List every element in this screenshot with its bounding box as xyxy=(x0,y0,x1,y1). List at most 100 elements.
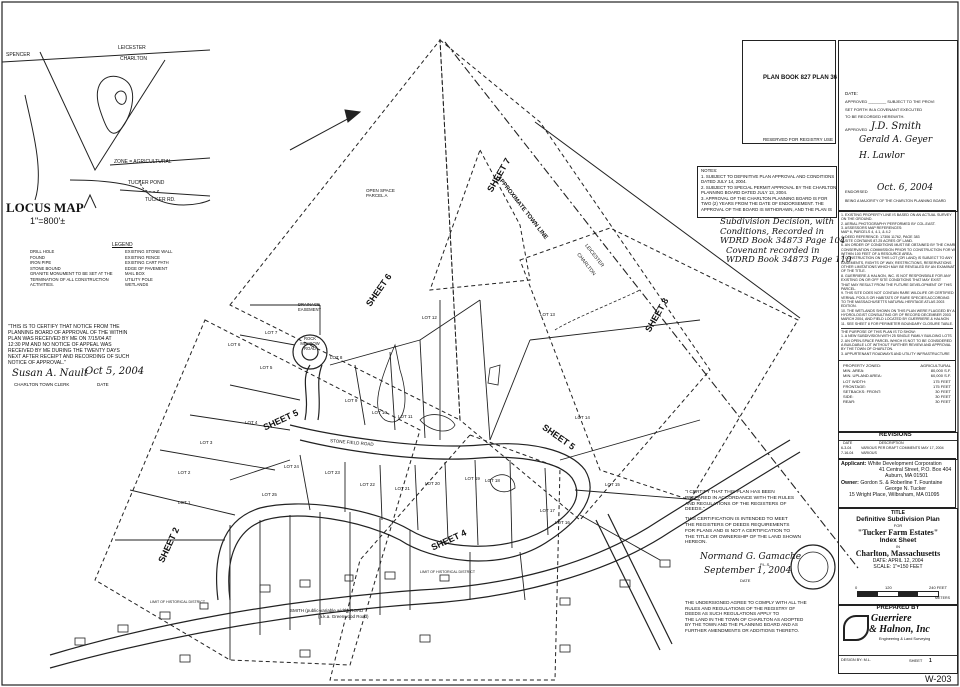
general-note-line: 11. SEE SHEET 8 FOR PERIMETER BOUNDARY C… xyxy=(841,321,954,326)
lot-label: LOT 16 xyxy=(555,520,570,525)
majority-label: BEING A MAJORITY OF THE CHARLTON PLANNIN… xyxy=(845,199,946,203)
locus-tucker-pond: TUCKER POND xyxy=(128,180,165,186)
locus-leicester: LEICESTER xyxy=(118,45,146,51)
applicant-owner: Applicant: White Development Corporation… xyxy=(838,458,956,508)
approval-signature-1: J.D. Smith xyxy=(871,121,922,132)
general-note-line: CONSERVATION COMMISSION PRIOR TO CONSTRU… xyxy=(841,247,956,252)
locus-scale: 1"=800'± xyxy=(30,216,66,226)
general-note-line: MARCH 2004, AND FIELD LOCATED BY GUERRIE… xyxy=(841,317,949,322)
clerk-line: PLANNING BOARD OF APPROVAL OF THE WITHIN xyxy=(8,330,128,336)
cert-line: DEEDS." xyxy=(685,507,705,513)
lot-label: LOT 13 xyxy=(540,312,555,317)
note-line: APPROVAL OF THE BOARD IS WITHDRAWN, AND … xyxy=(701,206,832,212)
legend-item: WETLANDS xyxy=(125,282,149,287)
zoning-row: PROPERTY ZONED:AGRICULTURAL xyxy=(843,363,951,368)
firm-name-1: Guerriere xyxy=(871,613,912,624)
general-notes: 1. EXISTING PROPERTY LINE IS BASED ON AN… xyxy=(838,210,956,432)
rev-desc: VARIOUS PER DRAFT COMMENTS MAY 17, 2004 xyxy=(861,446,944,450)
approval-line: SET FORTH IN A COVENANT EXECUTED xyxy=(845,107,923,112)
legend-title: LEGEND xyxy=(112,242,133,248)
lot-label: LOT 4 xyxy=(245,420,258,425)
plan-book: PLAN BOOK 827 PLAN 36 xyxy=(763,75,838,81)
zoning-row: REAR:30 FEET xyxy=(843,399,951,404)
zoning-value: 80,000 S.F. xyxy=(930,368,951,374)
cert-line: HEREON. xyxy=(685,540,707,546)
lot-label: LOT 6 xyxy=(228,342,241,347)
owner-name: Gordon S. & Roberline T. Fountaine xyxy=(860,479,943,486)
title-date: DATE: APRIL 12, 2004 xyxy=(872,558,924,564)
cert-line: THE TITLE OR OWNERSHIP OF THE LAND SHOWN xyxy=(685,534,801,540)
zoning-key: LOT WIDTH: xyxy=(843,378,867,384)
zoning-row: SETBACKS: FRONT:30 FEET xyxy=(843,389,951,394)
surveyor-seal xyxy=(790,544,836,590)
zoning-key: SIDE: xyxy=(843,394,854,400)
owner-label: Owner: xyxy=(841,479,859,486)
lot-label: LOT 10 xyxy=(372,410,387,415)
note-line: PLANNING BOARD DATED JULY 13, 2004. xyxy=(701,190,788,195)
zoning-key: REAR: xyxy=(843,399,856,405)
lot-label: LOT 23 xyxy=(325,470,340,475)
general-note-line: 3. ASSESSORS MAP REFERENCES: xyxy=(841,226,903,231)
locus-charlton: CHARLTON xyxy=(120,56,148,62)
cert-line: FOR PLANS AND IS NOT A CERTIFICATION TO xyxy=(685,528,791,534)
clerk-role: CHARLTON TOWN CLERK xyxy=(14,382,70,387)
lot-label: LOT 5 xyxy=(260,365,273,370)
legend-item: STONE BOUND xyxy=(30,265,61,271)
design-by: DESIGN BY: M.L. xyxy=(841,658,871,662)
registry-reserved: RESERVED FOR REGISTRY USE xyxy=(763,137,834,142)
zoning-key: PROPERTY ZONED: xyxy=(843,363,882,368)
north-arrow xyxy=(289,109,362,151)
agree-line: FURTHER AMENDMENTS OR ADDITIONS THERETO. xyxy=(685,627,800,633)
clerk-line: 12:30 PM AND NO NOTICE OF APPEAL WAS xyxy=(8,342,112,348)
zoning-value: 60,000 S.F. xyxy=(930,373,951,379)
drawing-number: W-203 xyxy=(925,674,952,684)
purpose-item: 1. A NEW SUBDIVISION WITH 25 SINGLE FAMI… xyxy=(841,334,952,339)
scale-metres: METERS xyxy=(935,596,950,600)
purpose-item: 3. APPURTENANT ROADWAYS AND UTILITY INFR… xyxy=(841,351,950,356)
smith-road-label: SMITH (public-variable width) ROAD xyxy=(290,608,364,613)
lot-label: LOT 3 xyxy=(200,440,213,445)
cert-line: PREPARED IN ACCORDANCE WITH THE RULES xyxy=(685,495,795,501)
legend-item: EXISTING CART PATH xyxy=(125,260,169,265)
agree-line: BY THE TOWN AND THE PLANNING BOARD AND A… xyxy=(685,622,798,628)
cert-line: "I CERTIFY THAT THIS PLAN HAS BEEN xyxy=(685,490,775,495)
legend-right: EXISTING STONE WALL EXISTING FENCE EXIST… xyxy=(125,249,172,288)
lot-label: LOT 1 xyxy=(178,500,191,505)
zoning-key: MIN. AREA: xyxy=(843,368,865,374)
general-note-line: HYDROLOGIST CONSULTING OR OF RECORD DECE… xyxy=(841,312,951,317)
general-note-line: EDITION. xyxy=(841,304,857,309)
owner-addr: 15 Wright Place, Wilbraham, MA 01095 xyxy=(849,492,940,499)
scale-num: 120 xyxy=(885,585,892,590)
general-note-line: VERNAL POOLS OR HABITATS OF RARE SPECIES… xyxy=(841,295,950,300)
smith-road-aka: (a.k.a. Greenwood Road) xyxy=(318,614,369,619)
general-note-line: PARCEL. xyxy=(841,286,857,291)
clerk-line: PLAN WAS RECEIVED BY ME ON 7/15/04 AT xyxy=(8,336,112,342)
general-note-line: 7. CONSTRUCTION ON THIS LOT (OR LAND) IS… xyxy=(841,256,953,261)
notes-box: NOTES: 1. SUBJECT TO DEFINITIVE PLAN APP… xyxy=(697,166,837,218)
zoning-value: 175 FEET xyxy=(932,378,951,384)
hand-line: Covenant recorded in xyxy=(726,245,820,256)
endorsed-label: ENDORSED xyxy=(845,189,868,194)
title-line2: FOR xyxy=(893,523,903,528)
approval-line: APPROVED ________ SUBJECT TO THE PROVI xyxy=(845,99,935,104)
hand-line: WDRD Book 34873 Page 110 xyxy=(726,255,852,265)
surveyor-certificate: "I CERTIFY THAT THIS PLAN HAS BEEN PREPA… xyxy=(685,490,833,546)
lot-label: LOT 19 xyxy=(465,476,480,481)
general-note-line: EXISTING ON OR OFF SITE CONDITIONS THAT … xyxy=(841,278,942,283)
rev-date: 7-16-04 xyxy=(841,451,854,455)
endorsed-date: Oct. 6, 2004 xyxy=(877,183,934,193)
handwritten-recording-notes: Subdivision Decision, with Conditions, R… xyxy=(720,217,852,266)
scale-bar xyxy=(857,591,939,597)
locus-title: LOCUS MAP xyxy=(6,200,84,215)
scale-num: 240 FEET xyxy=(929,585,948,590)
revisions-table: REVISIONS DATE DESCRIPTION 6-3-04 VARIOU… xyxy=(838,432,958,460)
locus-zone: ZONE = AGRICULTURAL xyxy=(114,159,172,165)
general-note-line: 6. AN ORDER OF CONDITIONS MUST BE OBTAIN… xyxy=(841,243,956,248)
lot-label: LOT 25 xyxy=(262,492,277,497)
general-note-line: 8. GUERRIERE & HALNON, INC. IS NOT RESPO… xyxy=(841,273,951,278)
zoning-row: MIN. UPLAND AREA:60,000 S.F. xyxy=(843,373,951,378)
clerk-line: NEXT AFTER RECEIPT AND RECORDING OF SUCH xyxy=(8,354,130,360)
lot-label: LOT 24 xyxy=(284,464,299,469)
